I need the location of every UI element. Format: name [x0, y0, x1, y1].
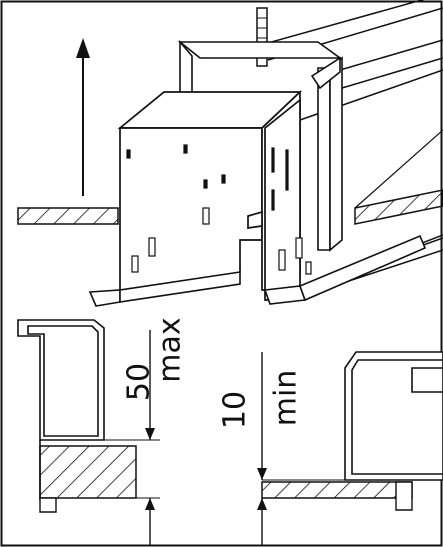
box-slots-right [271, 147, 312, 275]
ceiling-slab-left [17, 207, 119, 225]
arrow-up-icon [76, 38, 90, 196]
box-slots-left [126, 144, 226, 273]
mounting-illustration [17, 0, 443, 307]
dimension-value-left: 50 [122, 363, 157, 401]
flange-left [88, 271, 241, 307]
dimension-value-right: 10 [218, 391, 253, 429]
flange-right [263, 234, 427, 305]
hanger-bracket [177, 39, 343, 252]
dimension-qualifier-right: min [269, 370, 304, 427]
ceiling-slab-right [354, 189, 443, 225]
ceiling-section-left [39, 445, 137, 499]
ceiling-section-right [261, 481, 413, 499]
dimension-arrows-right [257, 352, 267, 545]
detail-min: 10 min [218, 351, 443, 545]
detail-max: 50 max [17, 317, 188, 545]
dimension-qualifier-left: max [153, 317, 188, 382]
dimension-arrows-left [145, 330, 155, 545]
